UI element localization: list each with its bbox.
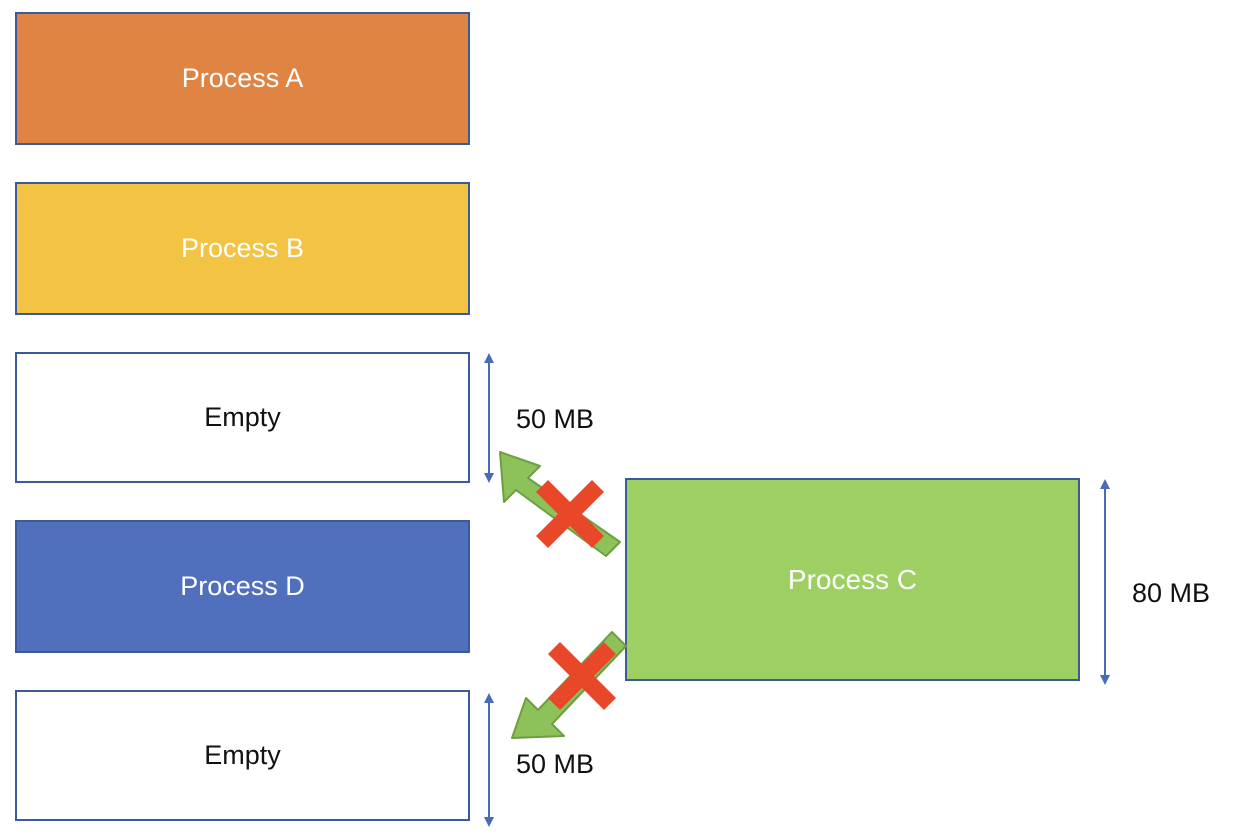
- move-down-arrow: [511, 631, 627, 739]
- empty-lower-label: Empty: [204, 740, 281, 770]
- process-c-label: Process C: [787, 563, 918, 595]
- empty-lower-size-label: 50 MB: [516, 749, 595, 779]
- process-b-block: Process B: [15, 182, 470, 315]
- blocked-down-cross-icon: [548, 642, 616, 710]
- move-up-arrow: [499, 451, 621, 557]
- empty-block-upper: Empty: [15, 352, 470, 483]
- empty-upper-label: Empty: [204, 402, 281, 432]
- process-d-block: Process D: [15, 520, 470, 653]
- blocked-up-cross-icon: [536, 480, 604, 548]
- empty-upper-size-label: 50 MB: [516, 404, 595, 434]
- process-c-block: Process C: [625, 478, 1080, 681]
- process-a-block: Process A: [15, 12, 470, 145]
- process-a-label: Process A: [181, 63, 304, 93]
- process-d-label: Process D: [180, 571, 305, 601]
- process-b-label: Process B: [180, 233, 305, 263]
- empty-block-lower: Empty: [15, 690, 470, 821]
- process-c-size-label: 80 MB: [1132, 578, 1211, 608]
